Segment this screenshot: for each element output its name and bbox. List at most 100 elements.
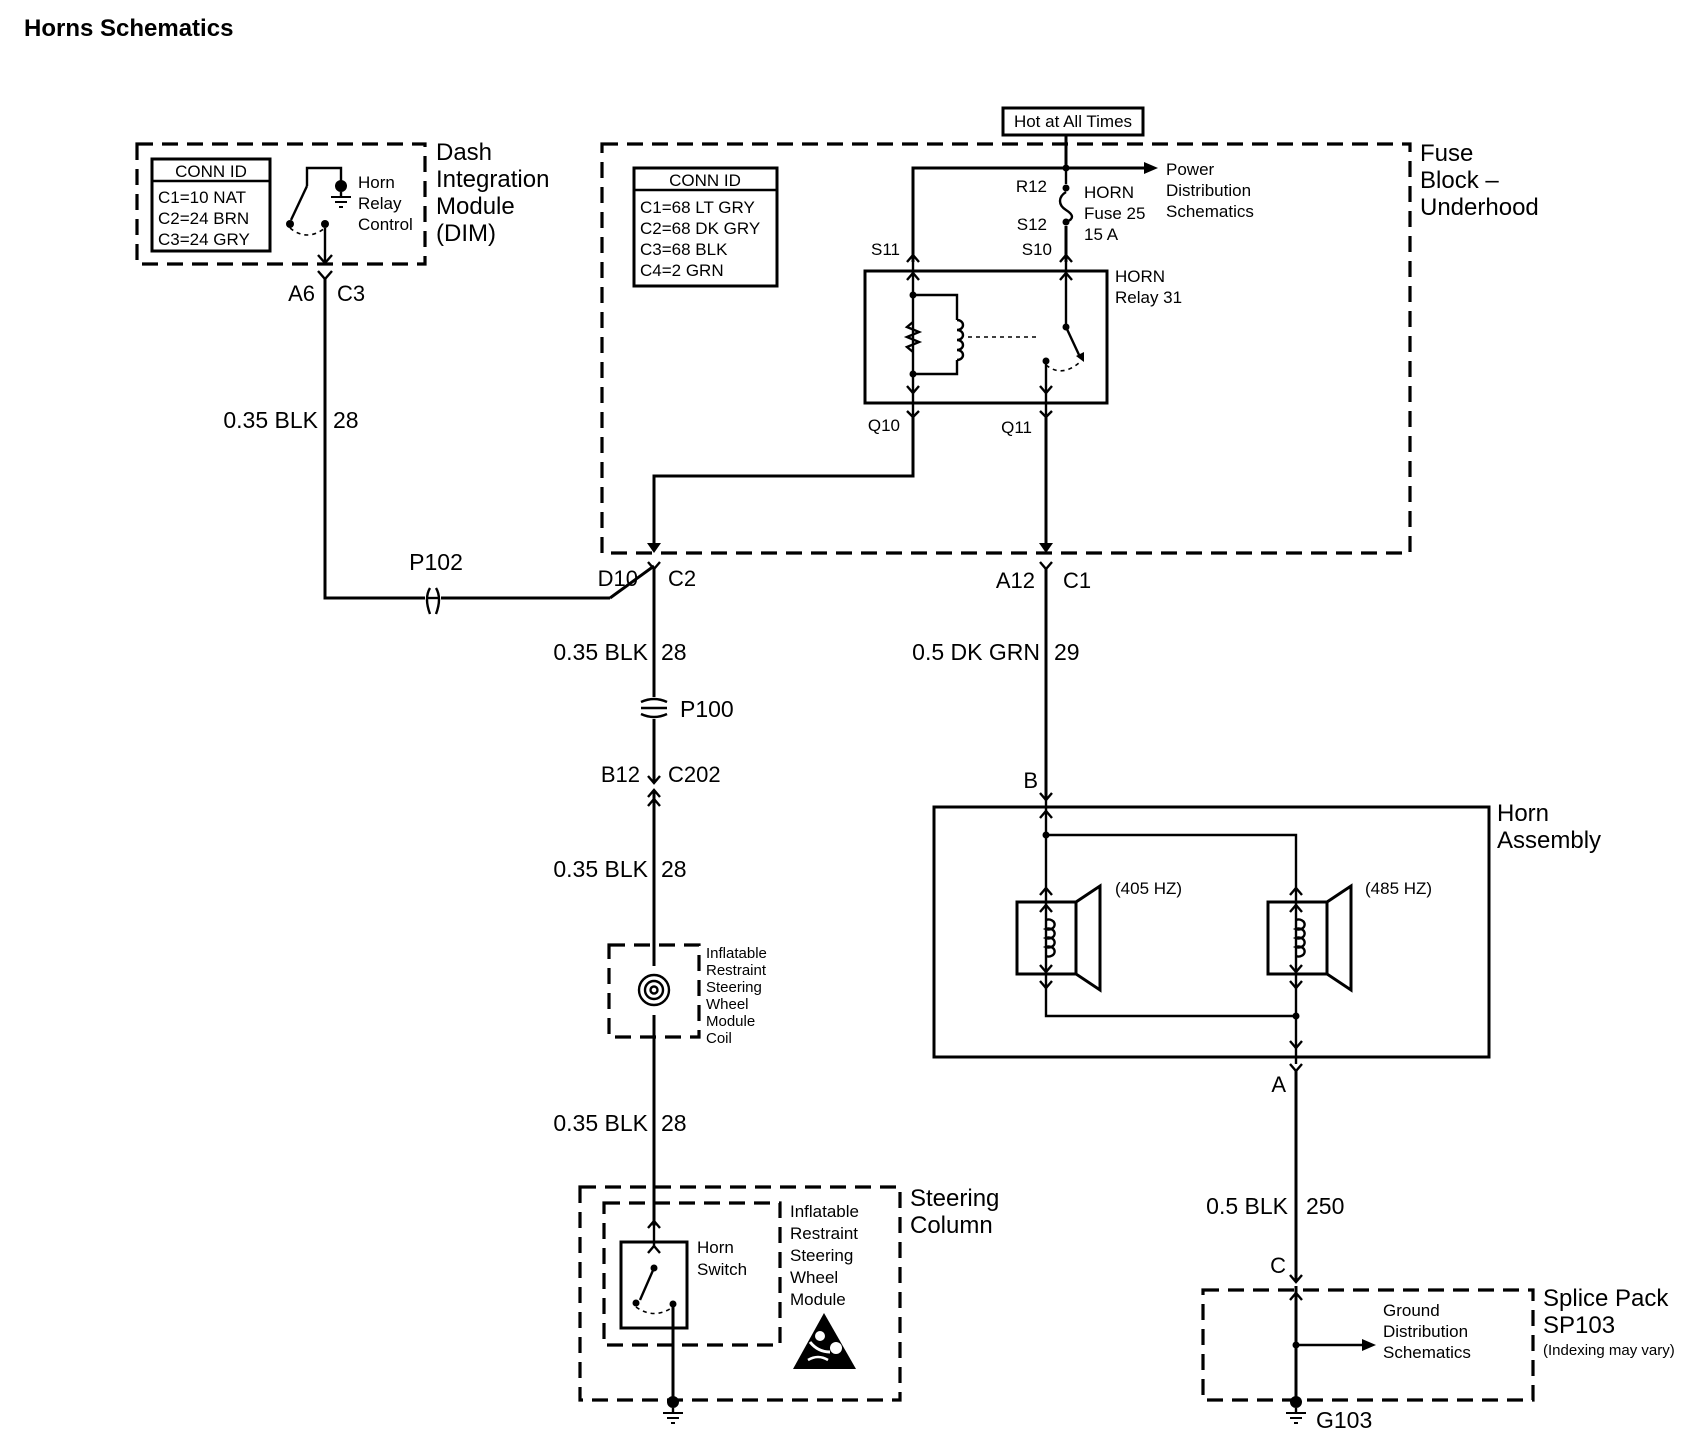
wire-size: 0.35 BLK [553, 639, 648, 665]
horn-assembly-name: Assembly [1497, 827, 1601, 854]
horn-485hz [1266, 883, 1353, 993]
module-label: Steering [790, 1246, 853, 1265]
fuse-block-name: Block – [1420, 167, 1499, 194]
dim-conn-id-box [150, 157, 272, 253]
steering-column-name: Column [910, 1212, 993, 1239]
page-title: Horns Schematics [24, 15, 233, 42]
splice-pack-sp103: Ground Distribution Schematics Splice Pa… [1201, 1285, 1675, 1424]
steering-column-name: Steering [910, 1185, 999, 1212]
horn-pin-a: A [1271, 1072, 1286, 1097]
fuse-block-boundary [600, 142, 1412, 555]
power-distribution-label: Schematics [1166, 202, 1254, 221]
relay-resistor [903, 321, 923, 353]
horn-relay-label: HORN [1115, 267, 1165, 286]
module-label: Wheel [790, 1268, 838, 1287]
dim-c3-connector [317, 270, 333, 281]
horn-fuse-label: HORN [1084, 183, 1134, 202]
steering-column: Horn Switch Inflatable Restraint Steerin… [578, 1185, 999, 1424]
c1-connector [1039, 561, 1053, 571]
horn-relay-control-label: Relay [358, 194, 402, 213]
relay-pin-q10: Q10 [868, 416, 900, 435]
horn-relay-label: Relay 31 [1115, 288, 1182, 307]
p102-label: P102 [409, 549, 463, 575]
fuse-block-conn-id-box [632, 166, 779, 288]
wire-circuit: 28 [661, 856, 687, 882]
wire-size: 0.35 BLK [553, 856, 648, 882]
horn-fuse [1058, 190, 1074, 224]
horn-485hz-label: (485 HZ) [1365, 879, 1432, 898]
wire-circuit: 28 [333, 407, 359, 433]
hot-at-all-times-label: Hot at All Times [1014, 112, 1132, 131]
horn-switch-label: Horn [697, 1238, 734, 1257]
fuse-block-name: Fuse [1420, 140, 1473, 167]
connector-c3: C3 [337, 281, 365, 306]
ground-distribution-label: Ground [1383, 1301, 1440, 1320]
horn-fuse-label: Fuse 25 [1084, 204, 1145, 223]
coil-label: Restraint [706, 962, 767, 979]
wire-circuit: 29 [1054, 639, 1080, 665]
hot-at-all-times-box [1001, 106, 1145, 137]
fuse-conn-id-row: C3=68 BLK [640, 240, 728, 259]
wire-size: 0.35 BLK [553, 1110, 648, 1136]
fuse-conn-id-row: C4=2 GRN [640, 261, 724, 280]
connector-c2: C2 [668, 566, 696, 591]
splice-pack-boundary [1201, 1288, 1535, 1402]
ground-icon [662, 1412, 684, 1424]
horn-pin-b: B [1023, 768, 1038, 793]
horn-switch-label: Switch [697, 1260, 747, 1279]
dim-conn-id-row: C3=24 GRY [158, 230, 250, 249]
fuse-conn-id-row: C1=68 LT GRY [640, 198, 755, 217]
horn-relay-control-switch [286, 166, 352, 265]
ground-icon [1285, 1412, 1307, 1424]
splice-pack-name: SP103 [1543, 1312, 1615, 1339]
horn-relay-control-label: Horn [358, 173, 395, 192]
fuse-block-underhood: CONN ID C1=68 LT GRY C2=68 DK GRY C3=68 … [600, 106, 1539, 555]
coil-label: Inflatable [706, 945, 767, 962]
power-distribution-label: Distribution [1166, 181, 1251, 200]
wire-jog [609, 564, 655, 600]
coil-label: Coil [706, 1030, 732, 1047]
pin-a12: A12 [996, 568, 1035, 593]
wire-q10-to-c2 [652, 417, 915, 551]
dim-conn-id-header: CONN ID [175, 162, 247, 181]
coil-label: Steering [706, 979, 762, 996]
power-distribution-label: Power [1166, 160, 1215, 179]
fuse-conn-id-header: CONN ID [669, 171, 741, 190]
wire-size: 0.35 BLK [223, 407, 318, 433]
module-label: Module [790, 1290, 846, 1309]
module-label: Inflatable [790, 1202, 859, 1221]
steering-column-boundary [578, 1185, 902, 1402]
dim-module: CONN ID C1=10 NAT C2=24 BRN C3=24 GRY Ho… [135, 139, 549, 266]
wire-circuit: 28 [661, 639, 687, 665]
wire-dim-out [323, 279, 425, 600]
connector-c202: C202 [668, 762, 721, 787]
fuse-pin-s12: S12 [1017, 215, 1047, 234]
splice-pack-note: (Indexing may vary) [1543, 1342, 1675, 1359]
horn-assembly-name: Horn [1497, 800, 1549, 827]
splice-pin-c: C [1270, 1253, 1286, 1278]
fuse-pin-r12: R12 [1016, 177, 1047, 196]
horn-assembly-box [932, 805, 1491, 1059]
wire-size: 0.5 DK GRN [912, 639, 1040, 665]
module-label: Restraint [790, 1224, 858, 1243]
horn-switch [638, 1267, 656, 1301]
pin-d10: D10 [598, 566, 638, 591]
ground-g103-label: G103 [1316, 1407, 1372, 1433]
connector-c1: C1 [1063, 568, 1091, 593]
splice-pack-name: Splice Pack [1543, 1285, 1669, 1312]
horn-switch-box [619, 1240, 689, 1330]
dim-name: (DIM) [436, 220, 496, 247]
coil-label: Wheel [706, 996, 749, 1013]
ground-distribution-label: Schematics [1383, 1343, 1471, 1362]
inflatable-restraint-module-boundary [602, 1201, 782, 1347]
p102-connector [425, 587, 441, 615]
horn-relay [863, 269, 1109, 405]
dim-boundary [135, 142, 427, 266]
dim-conn-id-row: C1=10 NAT [158, 188, 246, 207]
dim-name: Integration [436, 166, 549, 193]
pin-b12: B12 [601, 762, 640, 787]
p100-connector [640, 697, 668, 719]
horn-assembly: Horn Assembly (405 HZ) (485 HZ) [932, 800, 1601, 1064]
c202-connector [647, 775, 661, 785]
